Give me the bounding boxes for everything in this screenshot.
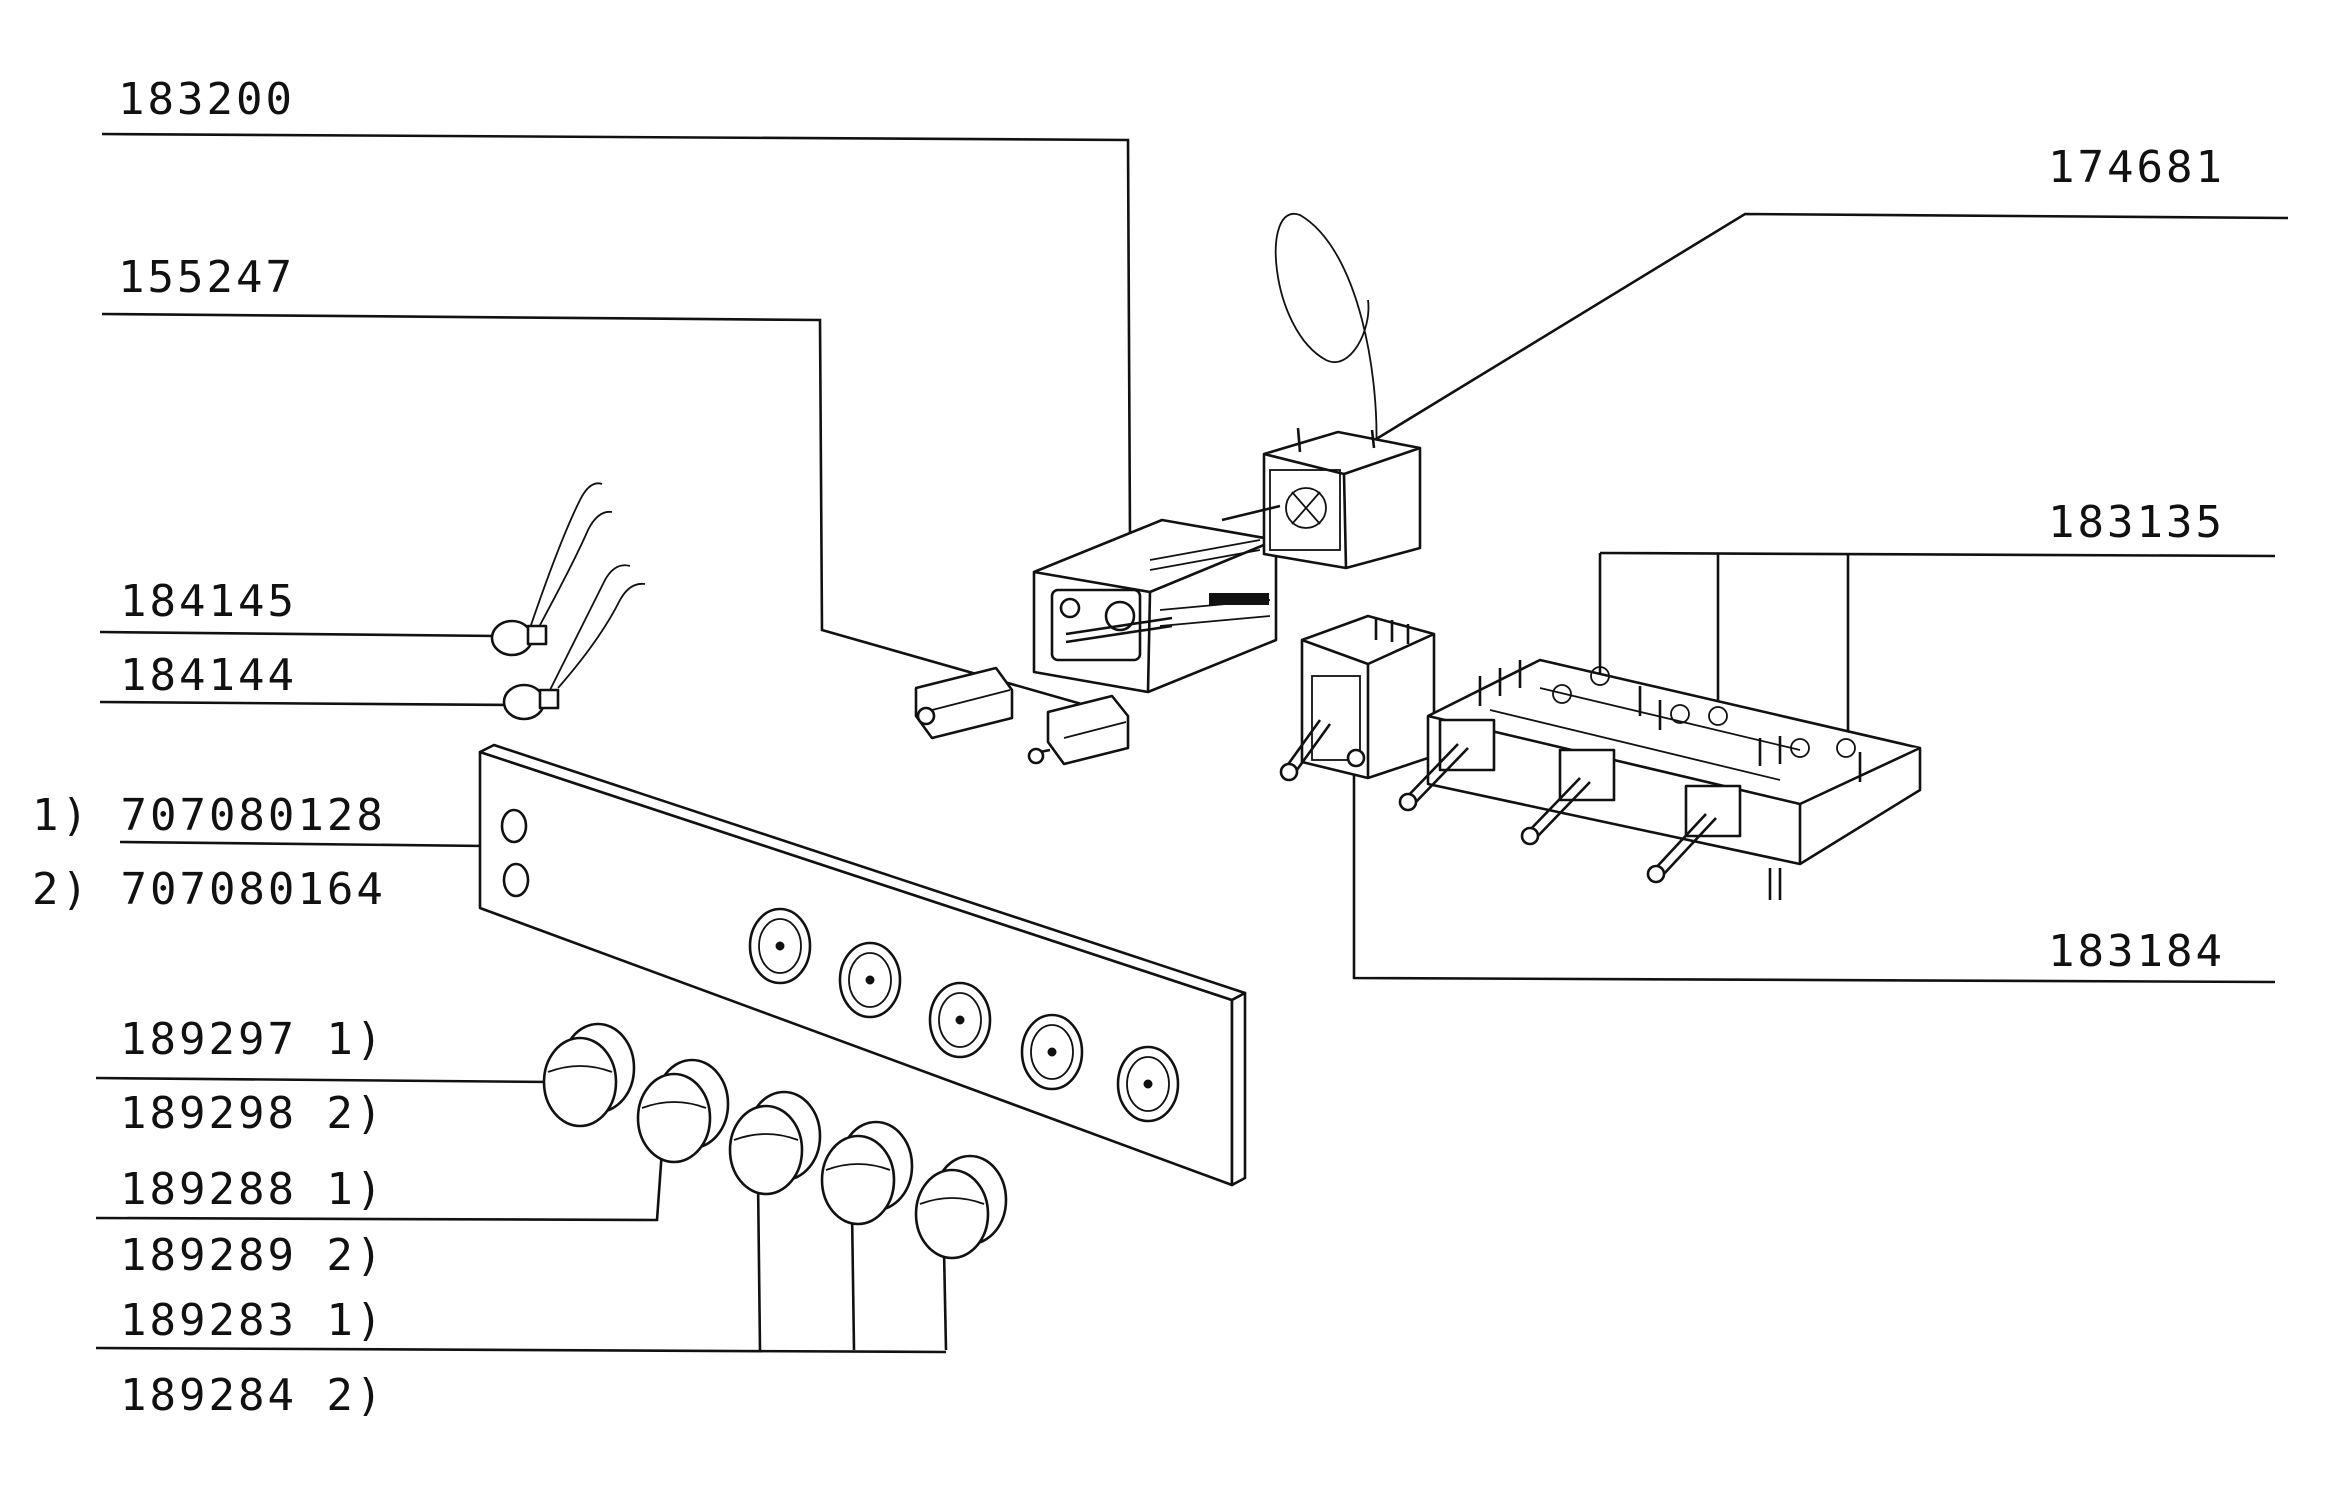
leader-174681 (1349, 212, 2289, 457)
shaft-coupling (914, 666, 1014, 740)
leader-189283 (95, 1346, 947, 1354)
knob (636, 1058, 730, 1164)
knob (820, 1120, 914, 1226)
label-189284: 189284 2) (120, 1370, 385, 1421)
knob (542, 1022, 636, 1128)
thermostat-switch (1221, 212, 1422, 570)
label-189297: 189297 1) (120, 1014, 385, 1065)
leader-184145 (99, 630, 499, 638)
label-707080164: 2) 707080164 (32, 864, 386, 915)
rotary-switch (1279, 614, 1436, 782)
knob-hole (1116, 1045, 1180, 1123)
leader-189283-a (756, 1179, 762, 1351)
label-707080128: 1) 707080128 (32, 790, 386, 841)
knob-hole (1020, 1013, 1084, 1091)
leader-189288 (95, 1149, 664, 1222)
knob-hole (838, 941, 902, 1019)
indicator-lamp (490, 482, 613, 657)
control-panel (478, 743, 1247, 1187)
leader-189283-b (850, 1209, 856, 1351)
knob (728, 1090, 822, 1196)
leader-155247 (101, 312, 1086, 707)
label-174681: 174681 (2048, 142, 2225, 193)
leader-189297 (95, 1076, 553, 1084)
indicator-hole (500, 808, 528, 844)
label-183200: 183200 (118, 74, 295, 125)
indicator-hole (502, 862, 530, 898)
leader-184144 (99, 700, 513, 707)
label-184145: 184145 (120, 576, 297, 627)
energy-regulator-bank (1398, 658, 1922, 900)
label-189288: 189288 1) (120, 1164, 385, 1215)
shaft-coupling (1027, 694, 1130, 766)
label-189298: 189298 2) (120, 1088, 385, 1139)
leader-183184 (1352, 762, 2276, 984)
label-189283: 189283 1) (120, 1295, 385, 1346)
label-184144: 184144 (120, 650, 297, 701)
knob-hole (748, 907, 812, 985)
timer (1032, 518, 1278, 694)
indicator-lamp (502, 564, 646, 721)
label-183135: 183135 (2048, 497, 2225, 548)
leader-189283-c (942, 1249, 948, 1351)
label-183184: 183184 (2048, 926, 2225, 977)
knob (914, 1154, 1008, 1260)
label-189289: 189289 2) (120, 1230, 385, 1281)
leader-183200 (101, 132, 1132, 541)
label-155247: 155247 (118, 252, 295, 303)
leader-183135 (1599, 551, 2276, 558)
knob-hole (928, 981, 992, 1059)
